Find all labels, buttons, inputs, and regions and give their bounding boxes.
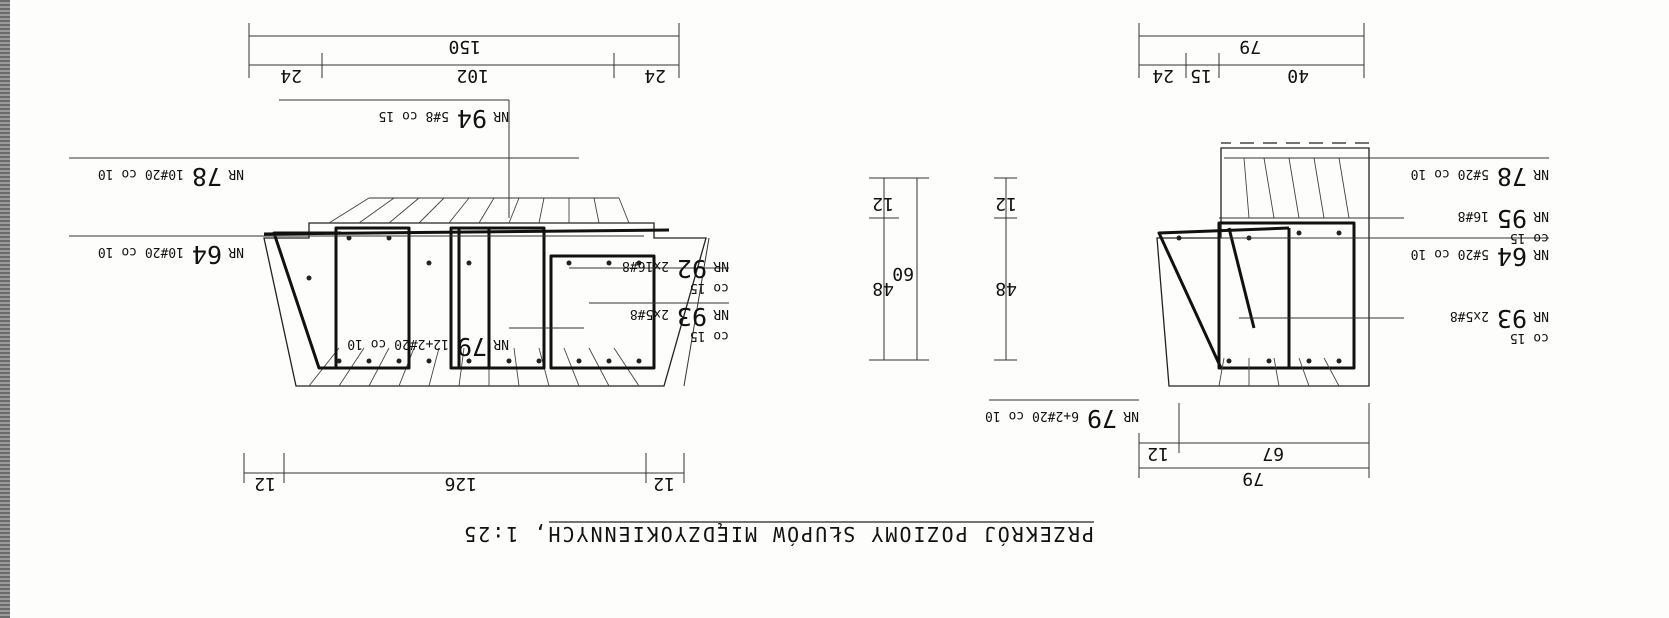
dim-12-a: 12 bbox=[872, 193, 894, 214]
dim-12-left: 12 bbox=[653, 473, 675, 494]
left-section-labels: NR 79 12+2#20 co 10 NR 93 2x5#8 co 15 NR… bbox=[98, 104, 729, 361]
dim-150: 150 bbox=[448, 36, 481, 57]
dim-40: 40 bbox=[1287, 65, 1309, 86]
rebar-cage-1 bbox=[549, 254, 656, 370]
rebar-dots bbox=[306, 235, 642, 364]
label-co95-right: co 15 bbox=[1510, 230, 1549, 245]
right-section-labels: NR 64 5#20 co 10 NR 78 5#20 co 10 NR 93 … bbox=[985, 162, 1549, 433]
dim-15: 15 bbox=[1190, 65, 1212, 86]
sheet-edge bbox=[0, 0, 10, 618]
right-section: 12 67 79 bbox=[989, 23, 1549, 489]
dim-79-bottom: 79 bbox=[1239, 36, 1261, 57]
label-nr79-left: NR bbox=[493, 336, 509, 351]
drawing-title: PRZEKRÓJ POZIOMY SŁUPÓW MIĘDZYOKIENNYCH,… bbox=[462, 522, 1094, 546]
label-spec95-right: 16#8 bbox=[1458, 208, 1489, 223]
dim-24-b: 24 bbox=[280, 65, 302, 86]
rebar-cage-right-3 bbox=[1157, 226, 1290, 370]
label-nr93-right: NR bbox=[1533, 308, 1549, 323]
label-num78-left: 78 bbox=[192, 162, 222, 191]
dim-12-right-sec: 12 bbox=[1147, 443, 1169, 464]
label-nr64-left: NR bbox=[228, 244, 244, 259]
rebar-cage-right-1 bbox=[1217, 221, 1356, 370]
label-co92-left: co 15 bbox=[690, 280, 729, 295]
label-spec79-left: 12+2#20 co 10 bbox=[347, 336, 449, 351]
label-spec79-right: 6+2#20 co 10 bbox=[985, 408, 1079, 423]
main-bar-line bbox=[263, 228, 670, 236]
diag-bar bbox=[1227, 227, 1256, 329]
concrete-outline bbox=[263, 222, 707, 387]
dim-48-b: 48 bbox=[995, 278, 1017, 299]
label-co93-right: co 15 bbox=[1510, 330, 1549, 345]
label-num94-left: 94 bbox=[457, 104, 487, 133]
dim-126: 126 bbox=[444, 473, 477, 494]
dim-67: 67 bbox=[1262, 443, 1284, 464]
label-num93-left: 93 bbox=[677, 302, 707, 331]
label-num93-right: 93 bbox=[1497, 304, 1527, 333]
label-nr93-left: NR bbox=[713, 306, 729, 321]
hatching-right bbox=[1218, 157, 1350, 387]
label-num95-right: 95 bbox=[1497, 204, 1527, 233]
dim-24-right: 24 bbox=[1152, 65, 1174, 86]
dim-12-b: 12 bbox=[995, 193, 1017, 214]
label-spec64-left: 10#20 co 10 bbox=[98, 244, 184, 259]
label-num79-right: 79 bbox=[1087, 404, 1117, 433]
dim-79-top: 79 bbox=[1242, 468, 1264, 489]
label-spec93-right: 2x5#8 bbox=[1450, 308, 1489, 323]
label-nr64-right: NR bbox=[1533, 246, 1549, 261]
label-nr92-left: NR bbox=[713, 258, 729, 273]
label-co93-left: co 15 bbox=[690, 328, 729, 343]
rebar-dots-right bbox=[1176, 230, 1342, 364]
left-section: 12 126 12 bbox=[69, 23, 729, 494]
label-spec78-right: 5#20 co 10 bbox=[1411, 166, 1489, 181]
outline-side bbox=[683, 237, 710, 387]
concrete-outline-right bbox=[1156, 147, 1370, 387]
label-num64-left: 64 bbox=[192, 240, 222, 269]
dim-12-right: 12 bbox=[254, 473, 276, 494]
label-spec93-left: 2x5#8 bbox=[630, 306, 669, 321]
label-num92-left: 92 bbox=[677, 254, 707, 283]
label-spec94-left: 5#8 co 15 bbox=[379, 108, 449, 123]
dim-48-a: 48 bbox=[872, 278, 894, 299]
label-nr78-left: NR bbox=[228, 166, 244, 181]
rebar-cage-3 bbox=[449, 226, 491, 370]
label-spec78-left: 10#20 co 10 bbox=[98, 166, 184, 181]
label-nr78-right: NR bbox=[1533, 166, 1549, 181]
label-num79-left: 79 bbox=[457, 332, 487, 361]
label-nr79-right: NR bbox=[1123, 408, 1139, 423]
label-spec92-left: 2x16#8 bbox=[622, 258, 669, 273]
dim-60: 60 bbox=[892, 263, 914, 284]
dim-102: 102 bbox=[456, 65, 489, 86]
label-num64-right: 64 bbox=[1497, 242, 1527, 271]
rebar-cage-right-2 bbox=[1287, 228, 1354, 370]
label-num78-right: 78 bbox=[1497, 162, 1527, 191]
label-spec64-right: 5#20 co 10 bbox=[1411, 246, 1489, 261]
label-nr94-left: NR bbox=[493, 108, 509, 123]
middle-dimensions: 60 48 12 48 12 bbox=[869, 177, 1017, 361]
dim-24-a: 24 bbox=[644, 65, 666, 86]
label-nr95-right: NR bbox=[1533, 208, 1549, 223]
